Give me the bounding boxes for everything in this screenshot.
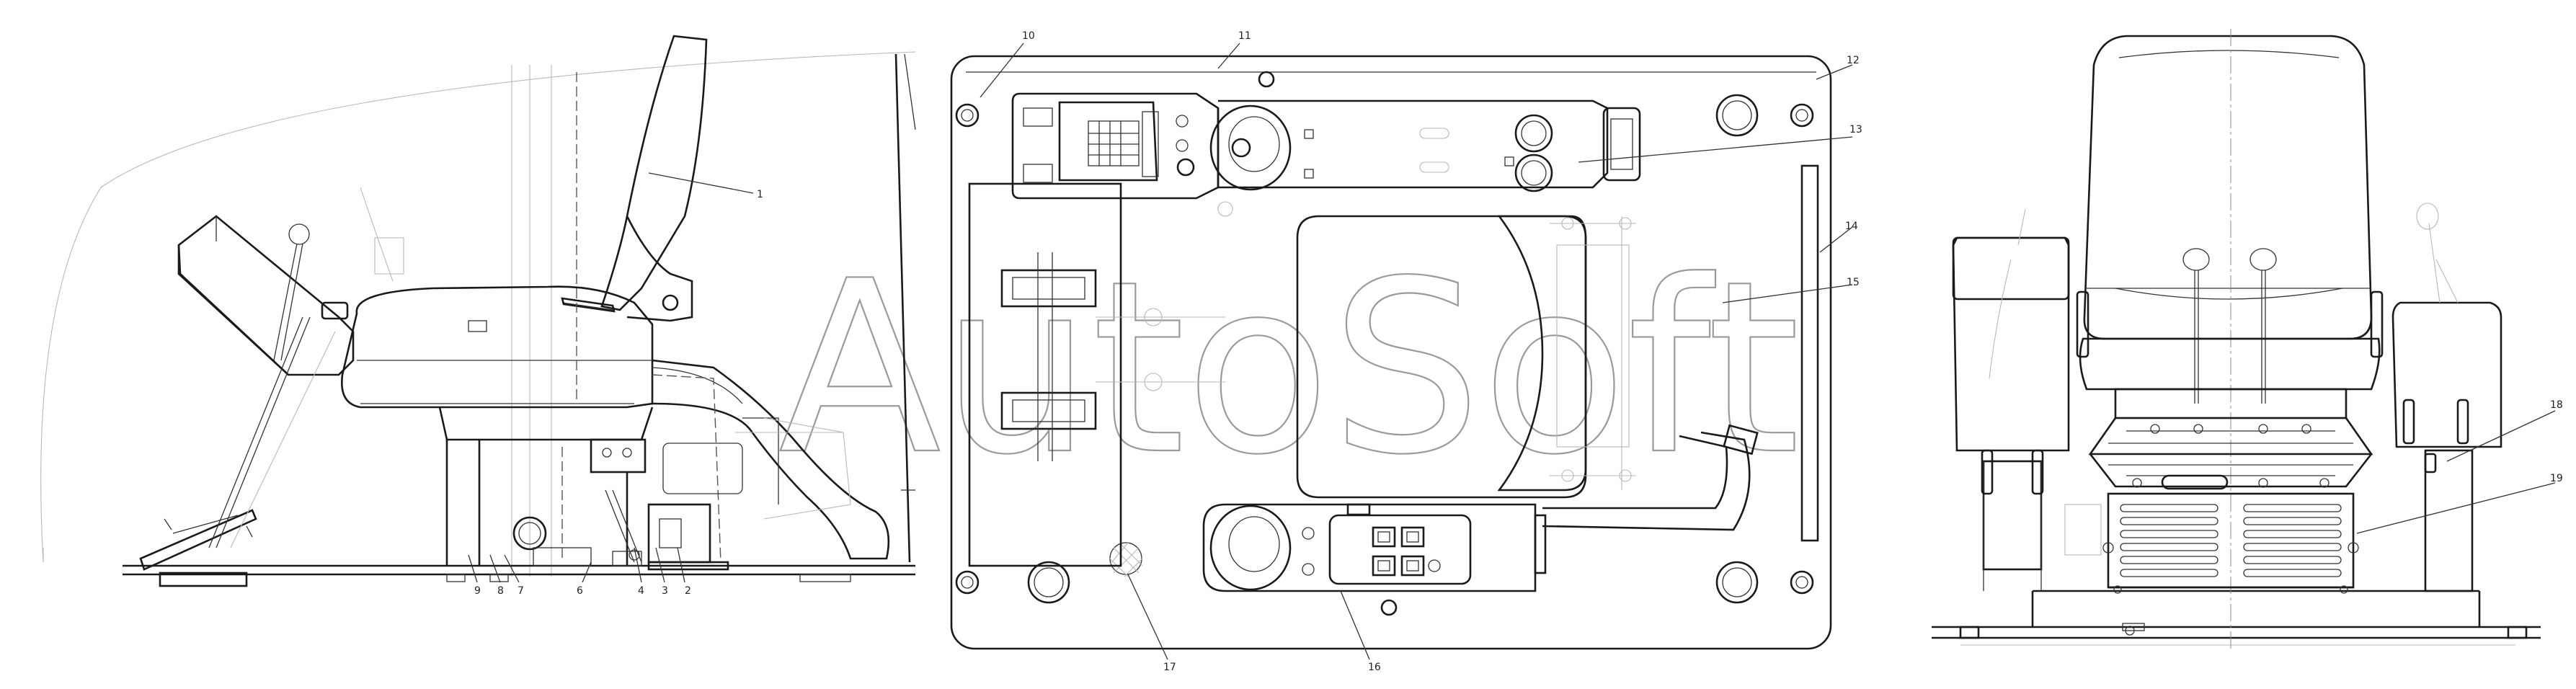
callout-14: 14	[1845, 221, 1858, 232]
callout-11: 11	[1238, 30, 1251, 42]
front-view	[1932, 29, 2556, 649]
callout-16: 16	[1368, 662, 1381, 673]
callout-13: 13	[1849, 124, 1862, 135]
callout-15: 15	[1847, 277, 1860, 288]
watermark-text: AutoSoft	[778, 230, 1800, 507]
callout-7: 7	[518, 585, 524, 597]
side-view	[40, 35, 916, 587]
callout-8: 8	[497, 585, 504, 597]
callout-9: 9	[474, 585, 481, 597]
callout-6: 6	[577, 585, 583, 597]
callout-1: 1	[757, 189, 763, 200]
callout-2: 2	[685, 585, 691, 597]
callout-4: 4	[638, 585, 644, 597]
top-view	[950, 43, 1853, 660]
callout-18: 18	[2550, 399, 2563, 411]
callout-17: 17	[1163, 662, 1176, 673]
callout-19: 19	[2550, 473, 2563, 484]
callout-10: 10	[1022, 30, 1035, 42]
callout-12: 12	[1847, 55, 1860, 66]
callout-labels: 1 2 3 4 6 7 8 9 10 11 12 13 14 15 16 17 …	[474, 30, 2563, 673]
callout-3: 3	[662, 585, 668, 597]
